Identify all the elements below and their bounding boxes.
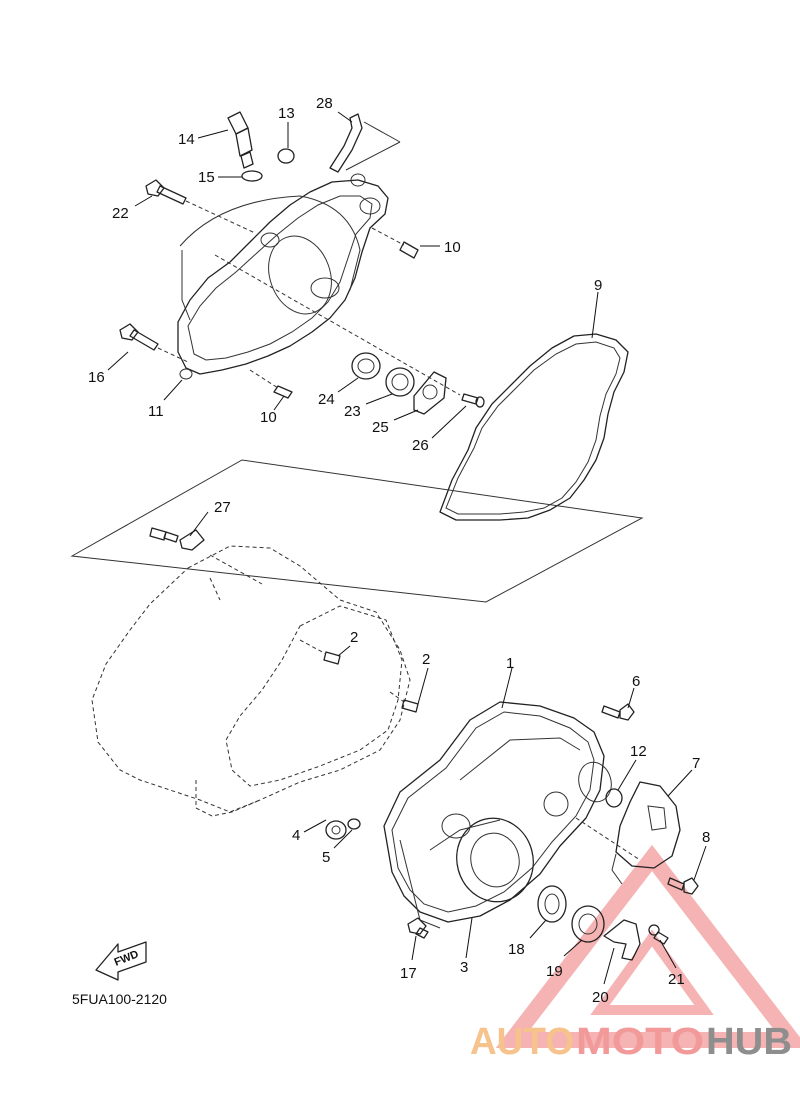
part-label: 17 (400, 965, 417, 982)
dowel-pin-10-lower (249, 369, 293, 399)
oil-filler-cap-14 (227, 111, 254, 169)
part-label: 4 (292, 827, 300, 844)
crankcase-phantom (91, 545, 411, 817)
o-ring-5 (347, 818, 361, 830)
gasket-9 (439, 333, 629, 521)
part-label: 26 (412, 437, 429, 454)
seal-12 (605, 788, 623, 808)
plug-4 (325, 820, 347, 840)
oil-seal-19 (571, 905, 605, 943)
reference-plane (70, 459, 644, 603)
oil-seal-24 (351, 352, 381, 380)
part-label: 14 (178, 131, 195, 148)
guide-plate-7 (611, 781, 681, 885)
part-label: 23 (344, 403, 361, 420)
part-label: 28 (316, 95, 333, 112)
part-label: 2 (422, 651, 430, 668)
part-label: 9 (594, 277, 602, 294)
diagram-code: 5FUA100-2120 (72, 991, 167, 1007)
leader-lines (107, 111, 707, 985)
part-label: 11 (148, 403, 164, 420)
part-label: 24 (318, 391, 335, 408)
bolt-16 (119, 323, 189, 363)
screw-26 (461, 393, 485, 408)
screw-21 (648, 924, 669, 945)
bolt-22 (145, 179, 256, 234)
plug-13 (277, 148, 295, 164)
part-label: 27 (214, 499, 231, 516)
part-label: 21 (668, 971, 685, 988)
part-label: 22 (112, 205, 129, 222)
bracket-28 (329, 113, 401, 173)
crankcase-cover-2 (383, 701, 641, 929)
part-label: 25 (372, 419, 389, 436)
watermark-auto: AUTO (470, 1021, 574, 1063)
part-label: 1 (506, 655, 514, 672)
part-label: 16 (88, 369, 105, 386)
part-label: 18 (508, 941, 525, 958)
part-label: 12 (630, 743, 647, 760)
part-label: 2 (350, 629, 358, 646)
crankcase-cover-1 (177, 173, 461, 396)
bolt-17 (407, 917, 429, 939)
dowel-pin-10-upper (371, 227, 419, 259)
plate-25 (413, 371, 447, 415)
part-label: 7 (692, 755, 700, 772)
part-label: 6 (632, 673, 640, 690)
watermark-hub: HUB (706, 1021, 792, 1063)
part-label: 15 (198, 169, 215, 186)
bearing-23 (385, 367, 415, 397)
part-label: 19 (546, 963, 563, 980)
part-label: 10 (260, 409, 277, 426)
part-label: 20 (592, 989, 609, 1006)
forward-arrow-badge: FWD (95, 941, 147, 981)
dowel-pin-2-left (299, 639, 341, 665)
part-number-labels: 1 2 2 3 4 5 6 7 8 9 10 10 11 12 13 14 15… (88, 95, 710, 1006)
watermark-moto: MOTO (576, 1021, 704, 1063)
bolt-6 (601, 703, 635, 721)
part-label: 13 (278, 105, 295, 122)
o-ring-15 (241, 170, 263, 182)
bolt-8 (667, 877, 699, 895)
dowel-pin-2-right (389, 691, 419, 713)
bearing-18 (537, 885, 567, 923)
watermark-triangle-logo (495, 844, 800, 1048)
part-label: 8 (702, 829, 710, 846)
watermark-text: AUTO MOTO HUB (470, 1021, 792, 1063)
plate-20 (603, 919, 641, 961)
part-label: 10 (444, 239, 461, 256)
part-label: 3 (460, 959, 468, 976)
part-label: 5 (322, 849, 330, 866)
